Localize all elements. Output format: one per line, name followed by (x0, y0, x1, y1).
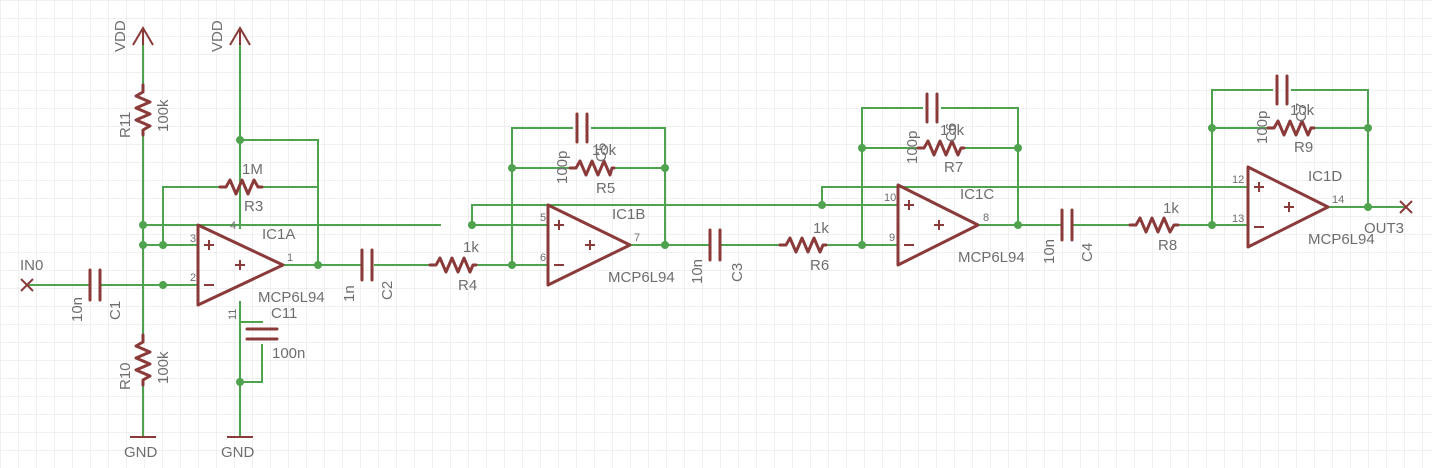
output-port-label: OUT3 (1364, 220, 1404, 237)
resistor-value: 10k (592, 142, 617, 159)
capacitor-name: C1 (107, 301, 124, 320)
capacitor-value: 100p (554, 151, 571, 184)
pin-label: 11 (227, 309, 239, 320)
opamp-part: MCP6L94 (258, 289, 325, 306)
resistor-name: R10 (117, 362, 134, 390)
resistor-value: 100k (155, 99, 172, 132)
resistor-name: R5 (596, 180, 615, 197)
capacitor-c7[interactable]: 100p C7 (1254, 74, 1310, 144)
pin-label: 2 (190, 272, 196, 284)
resistor-name: R7 (944, 159, 963, 176)
opamp-name: IC1C (960, 186, 994, 203)
resistor-name: R3 (244, 198, 263, 215)
vdd-symbol-left: VDD (112, 20, 154, 52)
opamp-ic1b[interactable]: 5 6 7 IC1B MCP6L94 (540, 203, 675, 287)
capacitor-name: C11 (271, 305, 297, 322)
opamp-ic1c[interactable]: 10 9 8 IC1C MCP6L94 (884, 183, 1025, 267)
resistor-name: R11 (117, 112, 134, 138)
pin-label: 3 (190, 233, 196, 245)
pin-label: 9 (889, 232, 895, 244)
pin-label: 4 (230, 220, 236, 232)
capacitor-name: C7 (1293, 103, 1310, 122)
capacitor-c6[interactable]: 100p C6 (904, 92, 960, 164)
opamp-part: MCP6L94 (608, 269, 675, 286)
net-wires (27, 39, 1407, 436)
capacitor-c2[interactable]: 1n C2 (341, 248, 396, 302)
resistor-name: R6 (810, 257, 829, 274)
vdd-label: VDD (112, 20, 129, 52)
capacitor-value: 100p (904, 131, 921, 164)
resistor-name: R9 (1294, 139, 1313, 156)
capacitor-value: 10n (69, 297, 86, 322)
input-port[interactable]: IN0 (20, 257, 43, 292)
resistor-value: 1M (242, 161, 263, 178)
pin-label: 7 (634, 232, 640, 244)
resistor-r8[interactable]: 1k R8 (1128, 200, 1180, 254)
capacitor-c3[interactable]: 10n C3 (689, 228, 746, 284)
pin-label: 14 (1332, 194, 1344, 206)
vdd-symbol-right: VDD (209, 20, 251, 52)
capacitor-value: 1n (341, 285, 358, 302)
resistor-value: 10k (940, 122, 965, 139)
pin-label: 10 (884, 192, 896, 204)
gnd-label: GND (124, 444, 158, 461)
capacitor-c4[interactable]: 10n C4 (1041, 208, 1096, 264)
opamp-name: IC1B (612, 206, 645, 223)
capacitor-value: 10n (1041, 239, 1058, 264)
pin-label: 6 (540, 252, 546, 264)
opamp-part: MCP6L94 (958, 249, 1025, 266)
output-port[interactable]: OUT3 (1364, 200, 1413, 237)
resistor-value: 1k (813, 220, 829, 237)
resistor-r9[interactable]: 10k R9 (1266, 102, 1316, 156)
pin-label: 12 (1232, 174, 1244, 186)
resistor-r3[interactable]: 1M R3 (218, 161, 264, 215)
capacitor-c5[interactable]: 100p C5 (554, 112, 610, 184)
resistor-value: 1k (463, 239, 479, 256)
capacitor-name: C3 (729, 263, 746, 282)
capacitor-name: C2 (379, 281, 396, 300)
capacitor-value: 100n (272, 345, 305, 362)
gnd-label: GND (221, 444, 255, 461)
resistor-r10[interactable]: R10 100k (117, 333, 172, 390)
capacitor-value: 10n (689, 259, 706, 284)
opamp-name: IC1D (1308, 168, 1342, 185)
opamp-ic1a[interactable]: 3 2 1 4 11 IC1A MCP6L94 (190, 220, 325, 320)
resistor-r11[interactable]: R11 100k (117, 83, 172, 138)
capacitor-name: C4 (1079, 243, 1096, 262)
resistor-r7[interactable]: 10k R7 (916, 122, 966, 176)
resistor-name: R4 (458, 277, 477, 294)
capacitor-c1[interactable]: 10n C1 (69, 268, 124, 322)
capacitor-c11[interactable]: C11 100n (245, 305, 305, 362)
capacitor-name: C6 (943, 123, 960, 142)
pin-label: 8 (983, 212, 989, 224)
resistor-value: 1k (1163, 200, 1179, 217)
opamp-part: MCP6L94 (1308, 231, 1375, 248)
opamp-ic1d[interactable]: 12 13 14 IC1D MCP6L94 (1232, 165, 1375, 249)
pin-label: 13 (1232, 213, 1244, 225)
resistor-value: 10k (1290, 102, 1315, 119)
junction-dots (139, 124, 1372, 386)
resistor-value: 100k (155, 351, 172, 384)
capacitor-value: 100p (1254, 111, 1271, 144)
gnd-symbol-left: GND (124, 436, 158, 461)
gnd-symbol-right: GND (221, 436, 255, 461)
resistor-name: R8 (1158, 237, 1177, 254)
opamp-name: IC1A (262, 226, 295, 243)
resistor-r4[interactable]: 1k R4 (428, 239, 479, 294)
resistor-r6[interactable]: 1k R6 (778, 220, 829, 274)
pin-label: 5 (540, 212, 546, 224)
resistor-r5[interactable]: 10k R5 (568, 142, 617, 197)
capacitor-name: C5 (593, 143, 610, 162)
input-port-label: IN0 (20, 257, 43, 274)
pin-label: 1 (287, 252, 293, 264)
vdd-label: VDD (209, 20, 226, 52)
